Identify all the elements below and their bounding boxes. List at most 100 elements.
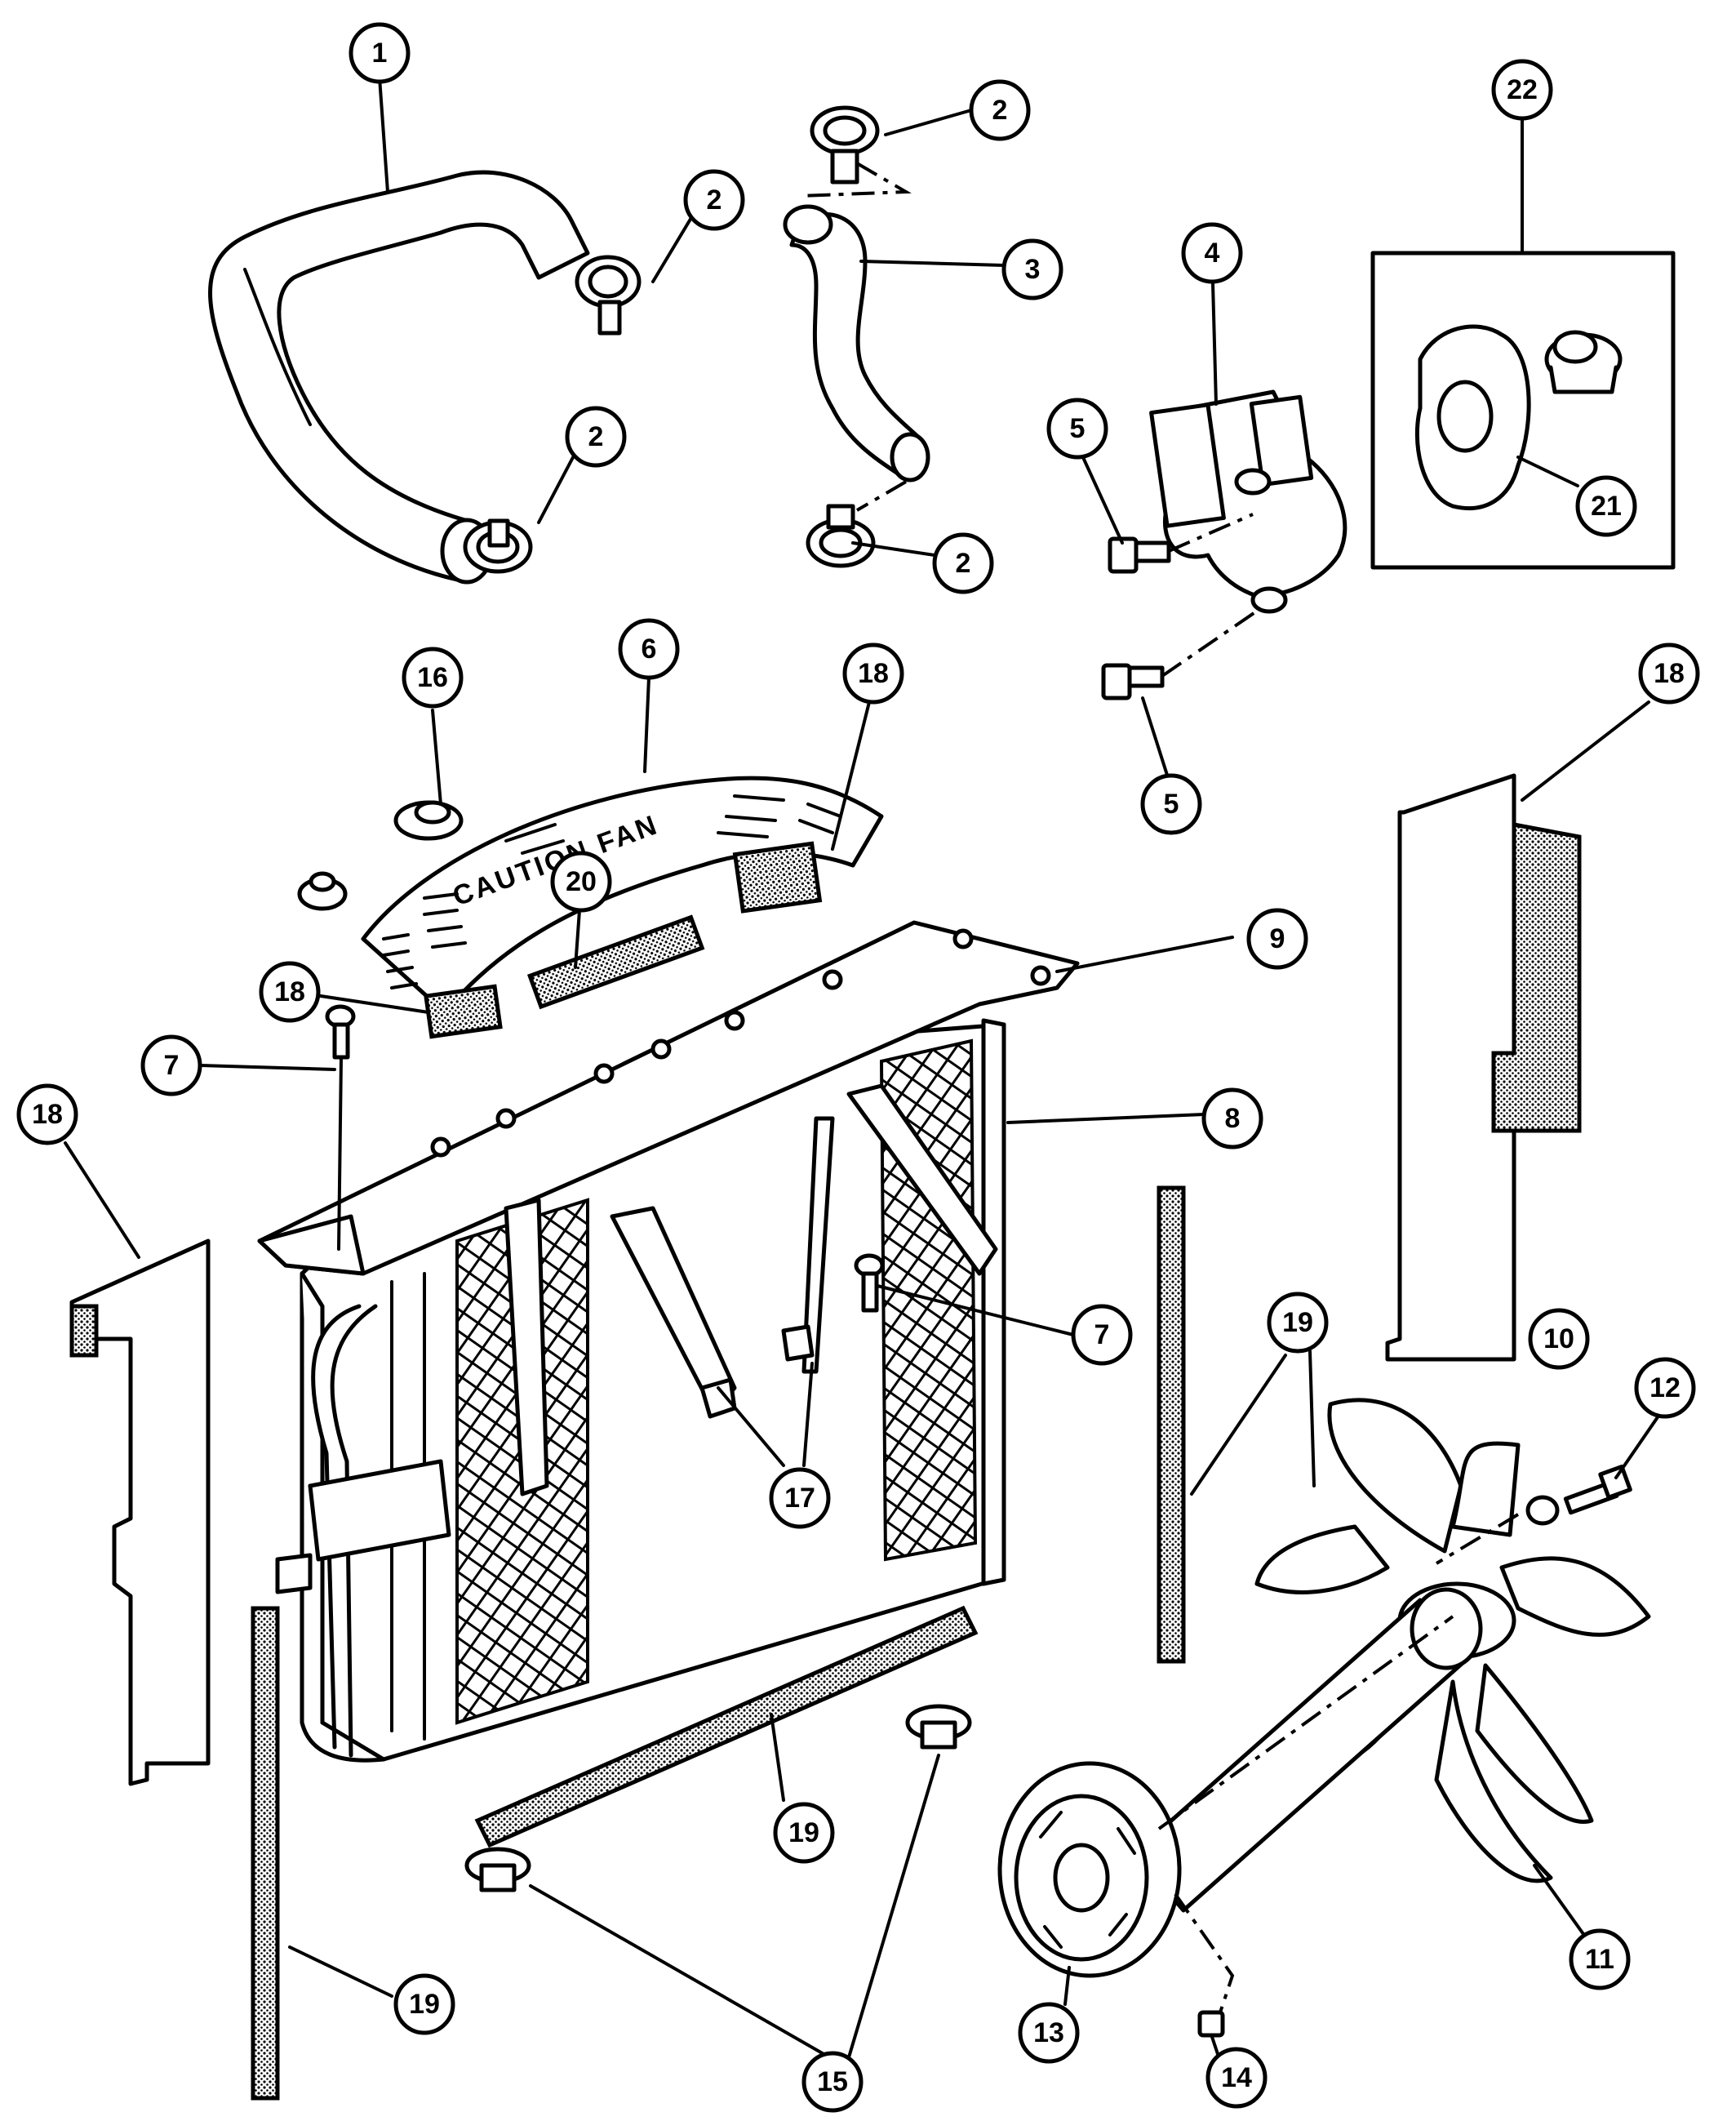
radiator-cap bbox=[393, 800, 464, 841]
radiator-support-braces bbox=[504, 1083, 998, 1496]
seal-shroud-center bbox=[526, 914, 705, 1010]
grommet-right bbox=[905, 1704, 972, 1750]
callout-22: 22 bbox=[1491, 59, 1553, 121]
seal-shroud-left bbox=[424, 984, 503, 1039]
callout-label: 22 bbox=[1507, 74, 1538, 105]
side-seal-right bbox=[1385, 773, 1582, 1362]
thermostat bbox=[1544, 330, 1623, 394]
housing-bolt-lower bbox=[1101, 663, 1165, 700]
callout-18: 18 bbox=[1638, 643, 1700, 705]
callout-6: 6 bbox=[618, 618, 680, 680]
bolt-assembly-lines bbox=[1161, 513, 1263, 678]
callout-label: 20 bbox=[566, 866, 597, 897]
callout-19: 19 bbox=[393, 1973, 455, 2035]
callout-4: 4 bbox=[1181, 222, 1243, 284]
callout-13: 13 bbox=[1018, 2002, 1080, 2064]
transmission-cooler-lines bbox=[275, 1304, 451, 1758]
callout-label: 7 bbox=[1094, 1319, 1110, 1350]
callout-label: 14 bbox=[1221, 2062, 1252, 2093]
callout-label: 18 bbox=[32, 1099, 63, 1130]
callout-12: 12 bbox=[1634, 1357, 1696, 1419]
callout-2: 2 bbox=[932, 532, 994, 594]
callout-label: 21 bbox=[1591, 491, 1622, 522]
callout-17: 17 bbox=[769, 1467, 831, 1529]
shroud-bolt-right bbox=[854, 1253, 885, 1313]
fan-bolt bbox=[1563, 1464, 1632, 1515]
hose-clamp-upper-right bbox=[810, 105, 880, 185]
hose-clamp-lower-right bbox=[806, 504, 876, 568]
callout-label: 10 bbox=[1543, 1323, 1574, 1354]
callout-2: 2 bbox=[683, 169, 745, 231]
callout-label: 19 bbox=[788, 1817, 819, 1848]
callout-10: 10 bbox=[1528, 1308, 1590, 1370]
callout-19: 19 bbox=[1267, 1292, 1329, 1354]
callout-label: 5 bbox=[1164, 789, 1179, 820]
upper-radiator-hose bbox=[208, 170, 590, 585]
callout-label: 19 bbox=[409, 1989, 440, 2020]
bottom-seal bbox=[474, 1605, 979, 1848]
callout-20: 20 bbox=[550, 851, 612, 913]
callout-label: 15 bbox=[817, 2066, 848, 2097]
callout-7: 7 bbox=[140, 1034, 202, 1096]
callout-11: 11 bbox=[1569, 1928, 1631, 1990]
callout-7: 7 bbox=[1071, 1304, 1133, 1366]
grommet-left bbox=[464, 1847, 531, 1892]
callout-label: 16 bbox=[417, 662, 448, 693]
callout-label: 13 bbox=[1033, 2017, 1064, 2048]
shroud-bolt-left bbox=[325, 1004, 356, 1251]
seal-shroud-right bbox=[732, 841, 823, 914]
callout-9: 9 bbox=[1246, 908, 1308, 970]
callout-label: 2 bbox=[707, 185, 722, 216]
callout-label: 8 bbox=[1225, 1103, 1241, 1134]
pulley-nut bbox=[1197, 2010, 1225, 2038]
callout-18: 18 bbox=[259, 961, 321, 1023]
thermostat-gasket bbox=[1414, 324, 1531, 511]
drain-plug bbox=[297, 871, 348, 911]
callout-18: 18 bbox=[16, 1083, 78, 1145]
vertical-seal-right bbox=[1157, 1185, 1186, 1664]
radiator-upper-support bbox=[257, 920, 1080, 1276]
callout-label: 18 bbox=[858, 658, 889, 689]
callout-2: 2 bbox=[969, 79, 1031, 141]
housing-bolt-upper bbox=[1108, 536, 1171, 574]
callout-14: 14 bbox=[1205, 2047, 1268, 2109]
callout-3: 3 bbox=[1001, 238, 1063, 300]
callout-label: 4 bbox=[1205, 238, 1220, 269]
callout-label: 2 bbox=[588, 421, 604, 452]
callout-label: 18 bbox=[274, 976, 305, 1007]
callout-5: 5 bbox=[1140, 773, 1202, 835]
callout-5: 5 bbox=[1046, 398, 1108, 460]
callout-label: 9 bbox=[1270, 923, 1285, 954]
callout-label: 6 bbox=[642, 634, 657, 665]
thermostat-housing bbox=[1149, 389, 1348, 614]
callout-16: 16 bbox=[402, 647, 464, 709]
hose-clamp-upper-left bbox=[575, 255, 642, 336]
callout-label: 1 bbox=[372, 38, 388, 69]
callout-label: 2 bbox=[956, 548, 971, 579]
callout-label: 17 bbox=[784, 1483, 815, 1514]
fan-washer bbox=[1525, 1495, 1560, 1526]
hose-clamp-lower-left bbox=[463, 518, 533, 574]
shroud-slots bbox=[382, 794, 842, 989]
leader-lines bbox=[64, 76, 1663, 2075]
callout-label: 18 bbox=[1654, 658, 1685, 689]
fan-assembly-lines bbox=[1157, 1513, 1520, 2013]
callout-1: 1 bbox=[349, 22, 411, 84]
callout-label: 2 bbox=[992, 95, 1008, 126]
callout-15: 15 bbox=[801, 2051, 864, 2113]
lower-radiator-hose bbox=[783, 204, 930, 482]
callout-19: 19 bbox=[773, 1802, 835, 1864]
callout-2: 2 bbox=[565, 406, 627, 468]
callout-label: 3 bbox=[1025, 254, 1041, 285]
hose-assembly-line bbox=[799, 162, 912, 512]
callout-label: 7 bbox=[164, 1050, 180, 1081]
callout-8: 8 bbox=[1201, 1087, 1263, 1149]
fan-clutch-pulley bbox=[997, 1761, 1182, 1978]
fan-drive-shaft bbox=[1132, 1587, 1483, 1913]
vertical-seal-left bbox=[251, 1606, 280, 2101]
callout-18: 18 bbox=[842, 643, 904, 705]
side-seal-left bbox=[69, 1238, 211, 1786]
callout-label: 19 bbox=[1282, 1307, 1313, 1338]
callout-label: 12 bbox=[1649, 1372, 1681, 1403]
